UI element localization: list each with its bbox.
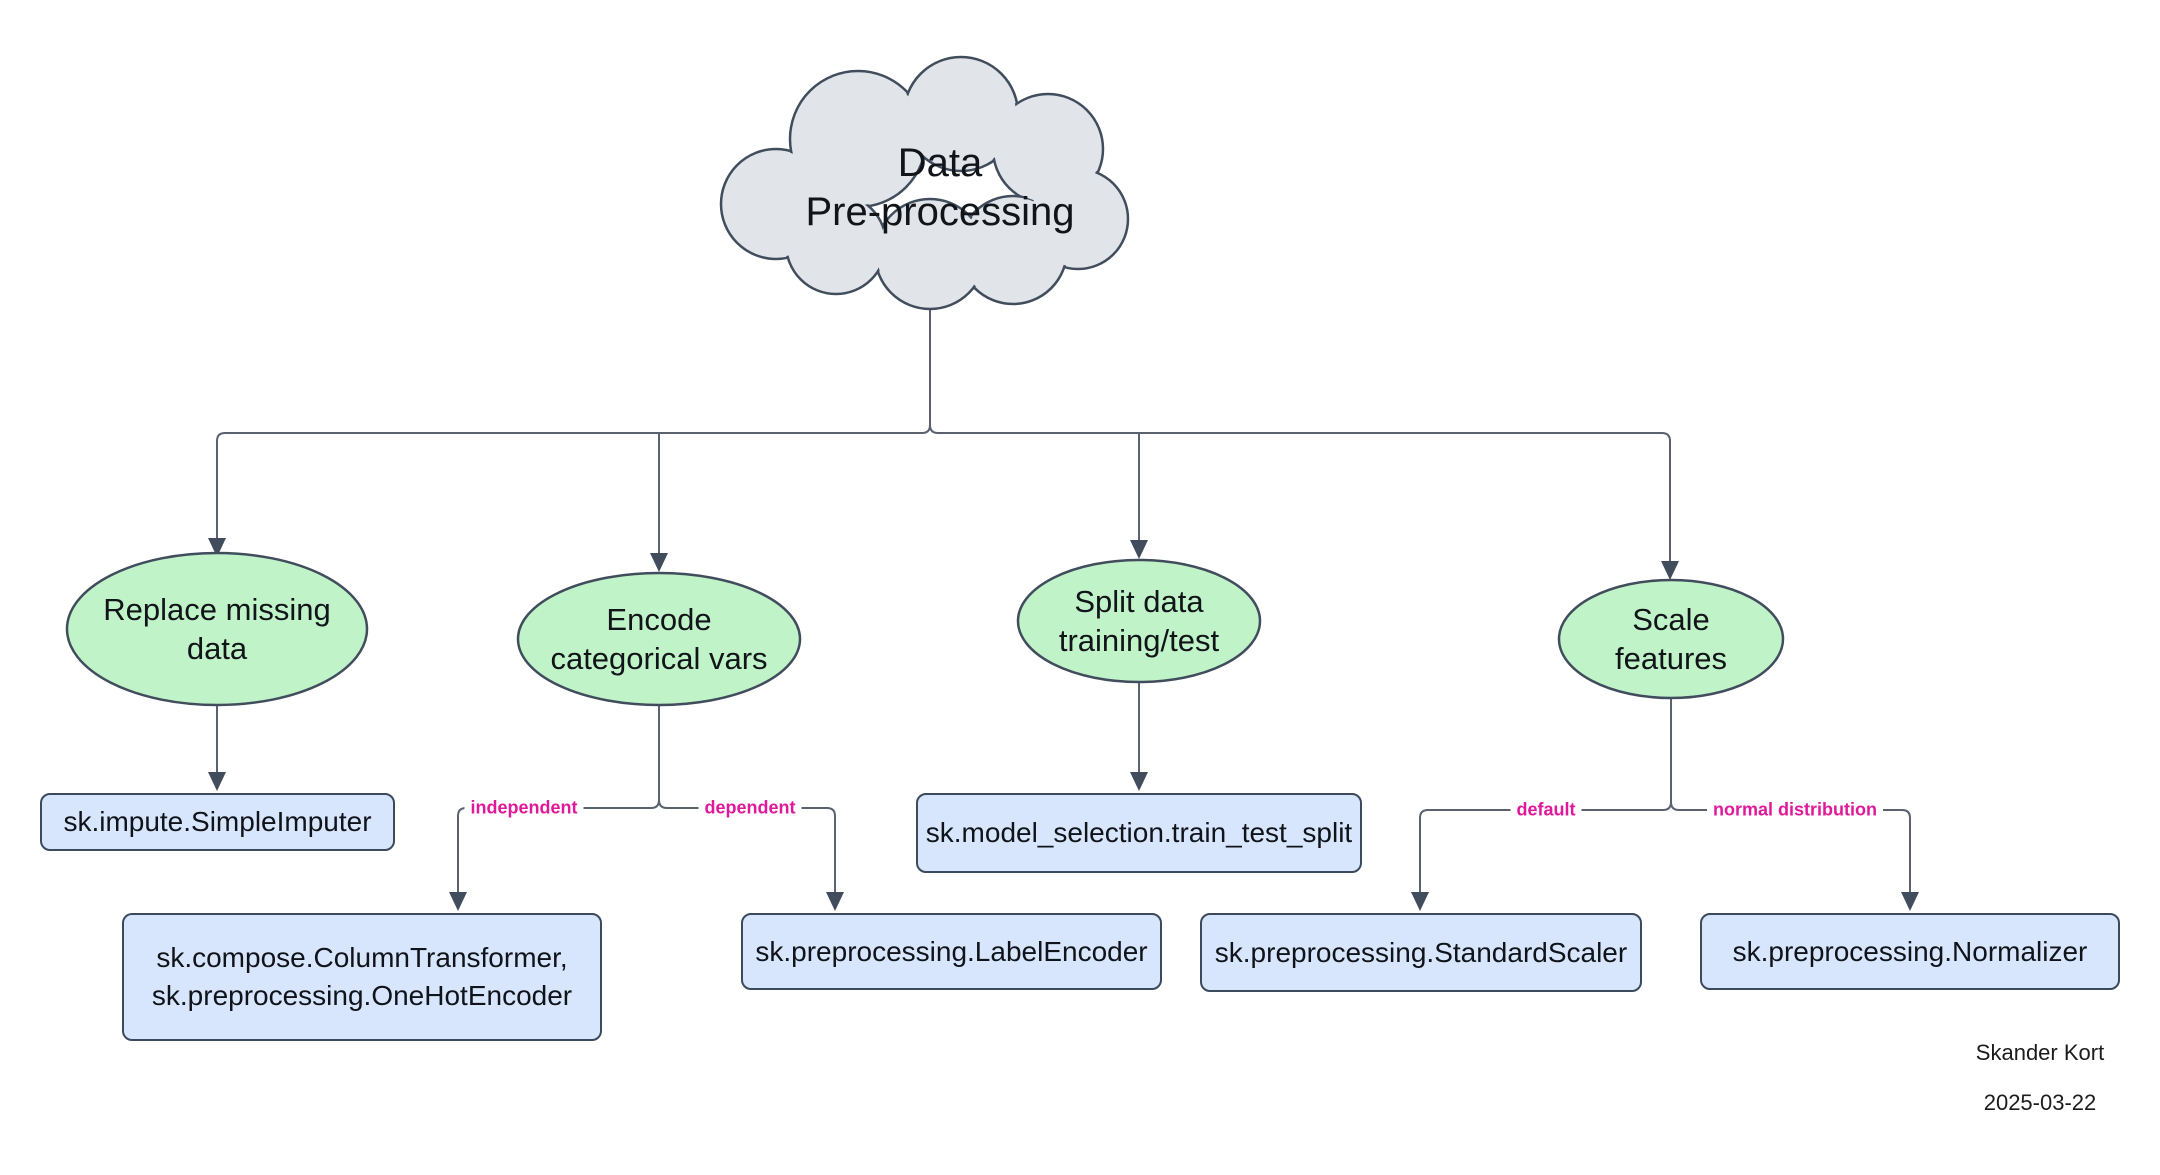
node-ellipse-replace-missing: [65, 551, 369, 707]
arrowhead-into-normalizer: [1901, 892, 1919, 911]
edge-scale-to-normalizer: [1670, 801, 1911, 893]
cloud-shape: [719, 55, 1130, 311]
edge-label-normal-distribution: normal distribution: [1707, 798, 1883, 822]
arrowhead-into-standardscaler: [1411, 892, 1429, 911]
node-label-scale-features: Scale features: [1614, 601, 1728, 676]
arrowhead-into-simpleimputer: [208, 772, 226, 791]
tool-box-traintestsplit: sk.model_selection.train_test_split: [916, 793, 1362, 873]
signature-author: Skander Kort: [1975, 1040, 2105, 1065]
node-label-encode-categorical: Encode categorical vars: [550, 601, 768, 676]
root-node-label: Data Pre-processing: [805, 141, 1075, 234]
edge-label-independent: independent: [464, 796, 584, 820]
arrowhead-into-split-data: [1130, 540, 1148, 559]
arrowhead-into-encode-categorical: [650, 553, 668, 572]
tool-box-simpleimputer: sk.impute.SimpleImputer: [40, 793, 395, 851]
edge-scale-to-standardscaler: [1419, 698, 1672, 893]
tool-box-standardscaler: sk.preprocessing.StandardScaler: [1200, 913, 1642, 992]
arrowhead-into-columntransformer: [449, 892, 467, 911]
tool-box-columntransformer-onehotencoder: sk.compose.ColumnTransformer, sk.preproc…: [122, 913, 602, 1041]
edge-label-default: default: [1510, 798, 1582, 822]
tool-box-normalizer: sk.preprocessing.Normalizer: [1700, 913, 2120, 990]
node-label-split-data: Split data training/test: [1058, 583, 1220, 658]
arrowhead-into-replace-missing: [208, 538, 226, 557]
node-ellipse-split-data: [1016, 558, 1262, 684]
node-ellipse-encode-categorical: [516, 571, 802, 707]
edge-label-dependent: dependent: [698, 796, 802, 820]
arrowhead-into-traintestsplit: [1130, 772, 1148, 791]
edge-root-to-scale-features: [929, 424, 1671, 562]
arrowhead-into-labelencoder: [826, 892, 844, 911]
tool-box-labelencoder: sk.preprocessing.LabelEncoder: [741, 913, 1162, 990]
node-ellipse-scale-features: [1557, 578, 1785, 700]
edge-encode-to-labelencoder: [658, 799, 836, 893]
arrowheads: [208, 538, 1919, 911]
node-label-replace-missing: Replace missing data: [103, 591, 331, 666]
signature-date: 2025-03-22: [1983, 1090, 2097, 1115]
arrowhead-into-scale-features: [1661, 561, 1679, 580]
edge-root-to-replace-missing: [216, 305, 931, 539]
cloud-shape-inner-fill: [723, 59, 1126, 307]
